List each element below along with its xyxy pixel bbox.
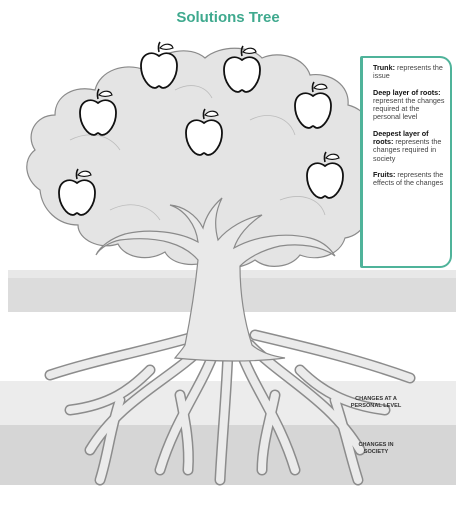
apple-icon [223,45,261,93]
trunk [95,197,336,362]
legend-item-deep-roots: Deep layer of roots: represent the chang… [373,87,446,122]
apple-icon [140,41,178,89]
fruits [58,41,344,216]
legend-text: represents the effects of the changes [373,169,444,188]
diagram-title: Solutions Tree [176,9,280,26]
legend-text: represents the changes required in socie… [373,137,442,163]
apple-icon [185,108,223,156]
apple-icon [58,168,96,216]
legend-callout: Trunk: represents the issue Deep layer o… [360,56,452,268]
apple-icon [79,88,117,136]
legend-item-deepest-roots: Deepest layer of roots: represents the c… [373,128,446,163]
canopy-texture [69,85,326,221]
legend-term: Deepest layer of roots: [373,128,429,147]
society-level-label: CHANGES IN SOCIETY [358,442,394,455]
legend-term: Fruits: [373,169,396,179]
legend-item-trunk: Trunk: represents the issue [373,63,446,81]
apple-icon [294,81,332,129]
legend-item-fruits: Fruits: represents the effects of the ch… [373,169,446,188]
legend-term: Deep layer of roots: [373,87,441,97]
legend-term: Trunk: [373,63,395,72]
personal-level-label: CHANGES AT A PERSONAL LEVEL [350,396,402,409]
legend-text: represents the issue [373,63,443,81]
apple-icon [306,151,344,199]
legend-text: represent the changes required at the pe… [373,95,445,122]
